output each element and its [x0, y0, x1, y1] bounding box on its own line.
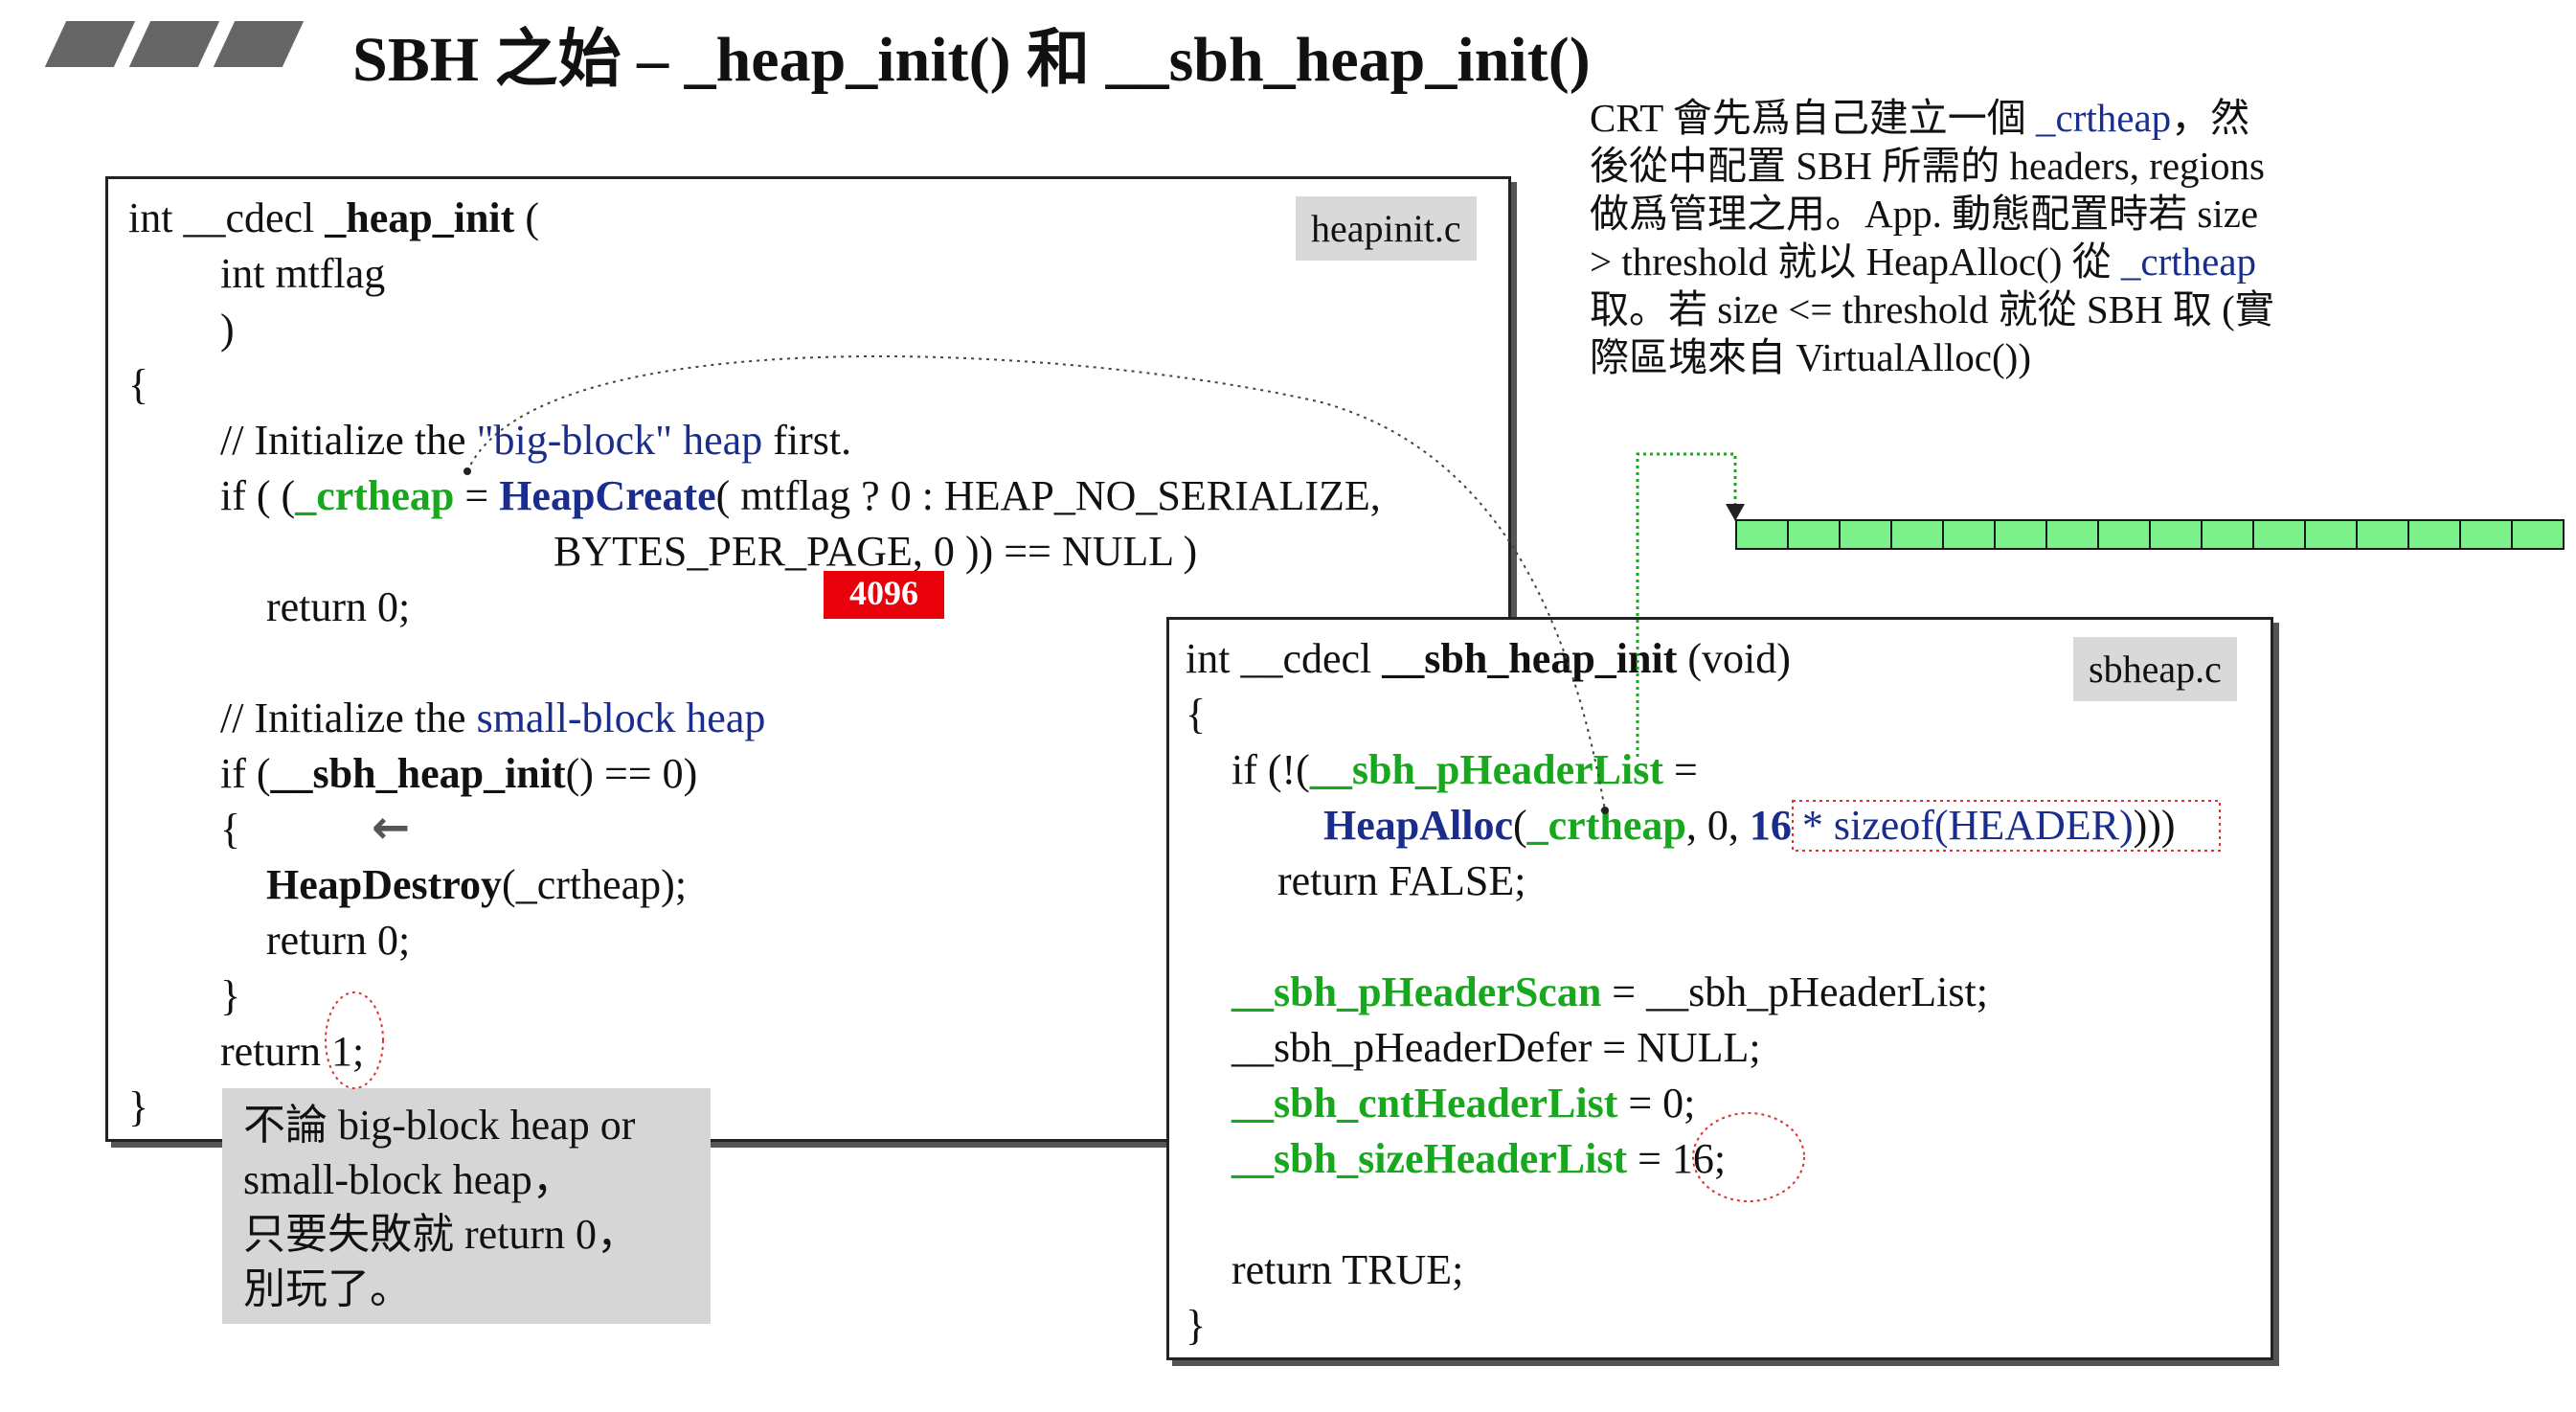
- header-cell: [1787, 519, 1841, 550]
- heapinit-filename-tag: heapinit.c: [1296, 196, 1477, 261]
- alloc-size-highlight: [1792, 800, 2221, 852]
- header-cell: [2097, 519, 2151, 550]
- crtheap-connector: [466, 355, 1606, 811]
- heapinit-line-open-brace-2: {: [220, 806, 241, 853]
- header-list-arrowhead: [1726, 504, 1745, 521]
- explanation-note: CRT 會先爲自己建立一個 _crtheap，然 後從中配置 SBH 所需的 h…: [1590, 94, 2274, 381]
- heapinit-line-return0-a: return 0;: [266, 583, 411, 630]
- heapinit-line-return0-b: return 0;: [266, 917, 411, 964]
- sbheap-code-panel: sbheap.c: [1166, 617, 2273, 1360]
- heapalloc-call: HeapAlloc: [1323, 802, 1513, 849]
- failure-callout: 不論 big-block heap or small-block heap， 只…: [222, 1088, 711, 1324]
- sbheap-line-return-true: return TRUE;: [1232, 1246, 1464, 1293]
- header-cell: [2149, 519, 2203, 550]
- sbheap-line-header-scan: __sbh_pHeaderScan = __sbh_pHeaderList;: [1232, 968, 1988, 1015]
- header-cell: [2356, 519, 2409, 550]
- heapinit-line-sbh-call: if (__sbh_heap_init() == 0): [220, 750, 698, 797]
- note-line-3: 做爲管理之用。App. 動態配置時若 size: [1590, 192, 2259, 236]
- sbheap-line-cnt-header: __sbh_cntHeaderList = 0;: [1232, 1080, 1696, 1127]
- sbheap-line-if: if (!(__sbh_pHeaderList =: [1232, 746, 1698, 793]
- header-cell: [2407, 519, 2461, 550]
- heapinit-line-param: int mtflag: [220, 250, 386, 297]
- page-title: SBH 之始 – _heap_init() 和 __sbh_heap_init(…: [352, 25, 1591, 95]
- note-line-1: CRT 會先爲自己建立一個 _crtheap，然: [1590, 96, 2250, 140]
- sbheap-line-open-brace: {: [1186, 691, 1207, 738]
- return1-highlight-circle: [325, 991, 384, 1089]
- callout-line-4: 別玩了。: [243, 1265, 412, 1312]
- heapinit-line-open-brace: {: [128, 361, 149, 408]
- left-arrow-icon: ←: [372, 801, 411, 854]
- note-line-6: 際區塊來自 VirtualAlloc()): [1590, 335, 2031, 379]
- heapinit-line-close-brace: }: [128, 1083, 149, 1130]
- sbheap-line-return-false: return FALSE;: [1277, 857, 1526, 904]
- heapinit-line-close-paren: ): [220, 306, 235, 353]
- size-header-highlight-circle: [1692, 1112, 1805, 1202]
- heapcreate-call: HeapCreate: [499, 472, 716, 519]
- connector-dot-end: [1601, 807, 1609, 814]
- heapinit-line-comment-big: // Initialize the "big-block" heap first…: [220, 417, 852, 464]
- heapinit-line-return1: return 1;: [220, 1028, 365, 1075]
- header-cell: [2252, 519, 2306, 550]
- crtheap-var: _crtheap: [295, 472, 455, 519]
- note-line-4: > threshold 就以 HeapAlloc() 從 _crtheap: [1590, 239, 2257, 284]
- heapinit-line-heapcreate: if ( (_crtheap = HeapCreate( mtflag ? 0 …: [220, 472, 1381, 519]
- note-line-2: 後從中配置 SBH 所需的 headers, regions: [1590, 144, 2265, 188]
- fn-sbh-heap-init: __sbh_heap_init: [1382, 635, 1678, 682]
- header-cell: [2045, 519, 2099, 550]
- header-cell: [2201, 519, 2254, 550]
- fn-sbh-heap-init-call: __sbh_heap_init: [270, 750, 566, 797]
- connector-dot-start: [463, 467, 471, 475]
- header-list-connector: [1636, 452, 1737, 757]
- heapinit-line-bytes-per-page: BYTES_PER_PAGE, 0 )) == NULL ): [554, 528, 1198, 575]
- fn-heap-init: _heap_init: [325, 194, 515, 241]
- header-cell: [1735, 519, 1789, 550]
- heapinit-line-close-brace-2: }: [220, 972, 241, 1019]
- sbheap-line-header-defer: __sbh_pHeaderDefer = NULL;: [1232, 1024, 1761, 1071]
- callout-line-3: 只要失敗就 return 0，: [243, 1211, 640, 1258]
- header-cell: [1994, 519, 2047, 550]
- header-cell: [2511, 519, 2565, 550]
- sbheap-filename-tag: sbheap.c: [2073, 637, 2237, 701]
- page-size-badge: 4096: [824, 571, 944, 619]
- callout-line-2: small-block heap，: [243, 1156, 575, 1203]
- heapinit-line-heapdestroy: HeapDestroy(_crtheap);: [266, 861, 688, 908]
- heapinit-line-comment-small: // Initialize the small-block heap: [220, 695, 766, 741]
- sbheap-line-size-header: __sbh_sizeHeaderList = 16;: [1232, 1135, 1727, 1182]
- sbheap-line-close-brace: }: [1186, 1302, 1207, 1349]
- callout-line-1: 不論 big-block heap or: [243, 1102, 636, 1149]
- note-line-5: 取。若 size <= threshold 就從 SBH 取 (實: [1590, 287, 2274, 331]
- header-cell: [2459, 519, 2513, 550]
- heapinit-line-signature: int __cdecl _heap_init (: [128, 194, 539, 241]
- sbheap-line-signature: int __cdecl __sbh_heap_init (void): [1186, 635, 1791, 682]
- sbheap-line-heapalloc: HeapAlloc(_crtheap, 0, 16 * sizeof(HEADE…: [1323, 802, 2176, 849]
